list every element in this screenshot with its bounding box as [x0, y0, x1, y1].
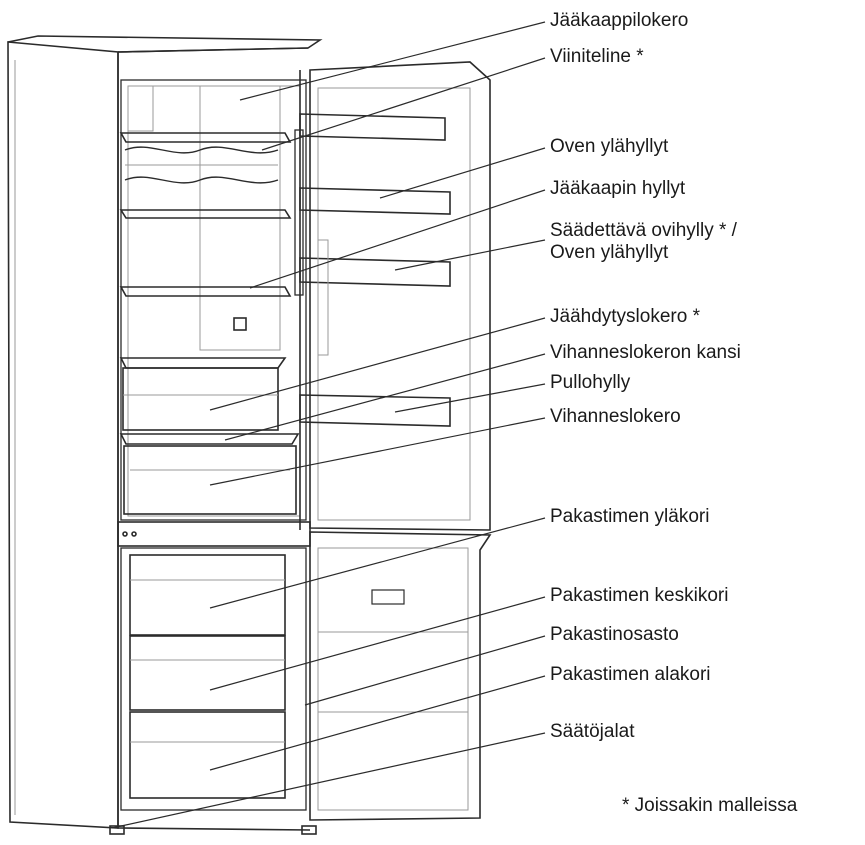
label-vihanneslokeron-kansi: Vihanneslokeron kansi: [550, 342, 741, 364]
leader-vihanneslokero: [209, 417, 546, 486]
fridge-cabinet: [7, 35, 323, 835]
leader-lines: [111, 21, 546, 829]
label-line: Jääkaappilokero: [550, 10, 689, 31]
label-pakastinosasto: Pakastinosasto: [550, 624, 679, 646]
leader-viiniteline: [261, 57, 546, 151]
label-line: Pullohylly: [550, 372, 631, 393]
leader-jaakaappilokero: [239, 21, 546, 101]
leader-pakastinosasto: [304, 635, 546, 706]
leader-pakastimen-alakori: [209, 675, 546, 771]
leader-pakastimen-ylakori: [209, 517, 546, 609]
label-line: Pakastimen yläkori: [550, 506, 710, 527]
label-line: Vihanneslokero: [550, 406, 681, 427]
label-line: Säädettävä ovihylly * /: [550, 220, 737, 241]
label-line: Pakastimen alakori: [550, 664, 711, 685]
label-jaakaappilokero: Jääkaappilokero: [550, 10, 688, 32]
label-pakastimen-alakori: Pakastimen alakori: [550, 664, 711, 686]
label-line: Pakastimen keskikori: [550, 585, 729, 606]
label-viiniteline: Viiniteline *: [550, 46, 644, 68]
label-saatojalat: Säätöjalat: [550, 721, 635, 743]
label-jaahdytyslokero: Jäähdytyslokero *: [550, 306, 700, 328]
leader-jaakaapin-hyllyt: [249, 189, 546, 289]
label-pakastimen-keskikori: Pakastimen keskikori: [550, 585, 728, 607]
label-line: Vihanneslokeron kansi: [550, 342, 741, 363]
label-pakastimen-ylakori: Pakastimen yläkori: [550, 506, 709, 528]
label-line: Oven ylähyllyt: [550, 242, 669, 263]
label-line: Jäähdytyslokero *: [550, 306, 700, 327]
label-pullohylly: Pullohylly: [550, 372, 630, 394]
leader-jaahdytyslokero: [209, 317, 546, 411]
label-vihanneslokero: Vihanneslokero: [550, 406, 681, 428]
leader-vihanneslokeron-kansi: [224, 353, 546, 441]
label-saadettava-ovihylly: Säädettävä ovihylly * /Oven ylähyllyt: [550, 220, 737, 264]
label-line: Säätöjalat: [550, 721, 635, 742]
leader-pullohylly: [394, 383, 546, 413]
label-oven-ylahyllyt: Oven ylähyllyt: [550, 136, 668, 158]
label-line: Oven ylähyllyt: [550, 136, 669, 157]
footnote: * Joissakin malleissa: [622, 795, 798, 816]
leader-saadettava-ovihylly: [394, 239, 546, 271]
leader-pakastimen-keskikori: [209, 596, 546, 691]
label-line: Pakastinosasto: [550, 624, 679, 645]
leader-saatojalat: [111, 732, 546, 829]
fridge-doors: [294, 61, 492, 821]
label-line: Jääkaapin hyllyt: [550, 178, 686, 199]
label-jaakaapin-hyllyt: Jääkaapin hyllyt: [550, 178, 685, 200]
leader-oven-ylahyllyt: [379, 147, 546, 199]
label-line: Viiniteline *: [550, 46, 644, 67]
